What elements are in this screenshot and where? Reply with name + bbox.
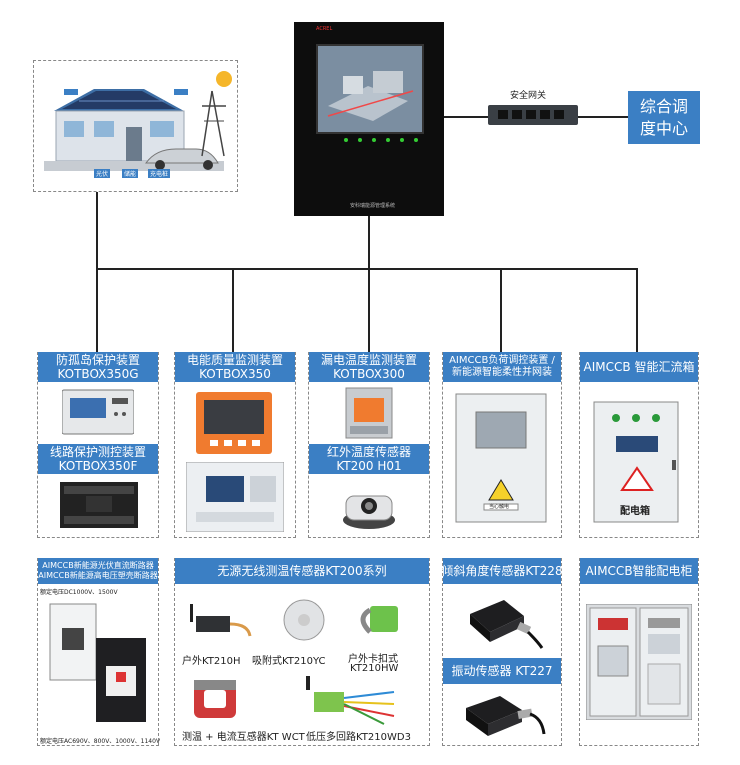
- solar-house-panel: 光伏 储能 充电桩: [33, 60, 238, 192]
- drop-2: [232, 268, 234, 352]
- kt200h01-title1: 红外温度传感器: [326, 445, 411, 459]
- header-kotbox350g: 防孤岛保护装置 KOTBOX350G: [38, 352, 158, 382]
- kt210yc-device: [283, 599, 325, 641]
- drop-monitor: [368, 215, 370, 269]
- kotbox350g-device: [62, 389, 134, 435]
- solar-house-illustration: [44, 71, 232, 171]
- monitor-leds: [344, 138, 424, 146]
- breakers-spec-bottom: 额定电压AC690V、800V、1000V、1140V: [40, 738, 161, 745]
- header-kotbox300: 漏电温度监测装置 KOTBOX300: [309, 352, 429, 382]
- header-tilt: 倾斜角度传感器KT228: [441, 558, 563, 584]
- led-2: [358, 138, 362, 142]
- ktwct-device: [194, 680, 236, 718]
- led-4: [386, 138, 390, 142]
- kotbox350g-title2: KOTBOX350G: [57, 367, 139, 381]
- kt210wd3-device: [306, 676, 395, 725]
- kt210yc-label: 吸附式KT210YC: [252, 656, 326, 667]
- kt210h-device: [190, 604, 252, 637]
- kotbox350g-title1: 防孤岛保护装置: [55, 353, 140, 367]
- header-aimccb-load: AIMCCB负荷调控装置 / 新能源智能柔性并网装: [443, 352, 561, 382]
- vibration-title: 振动传感器 KT227: [451, 664, 553, 678]
- aimccb-load-title2: 新能源智能柔性并网装: [452, 367, 552, 378]
- kt200h01-title2: KT200 H01: [336, 459, 402, 473]
- drop-3: [368, 268, 370, 352]
- breakers-spec-top: 额定电压DC1000V、1500V: [40, 589, 118, 596]
- aimccb-box-cabinet: [593, 401, 679, 523]
- led-6: [414, 138, 418, 142]
- control-center-box: 综合调 度中心: [628, 91, 700, 144]
- kotbox300-device: [345, 387, 393, 439]
- aimccb-cabinet-device: [586, 604, 692, 720]
- kt210hw-label2: KT210HW: [350, 663, 399, 674]
- kotbox350-device-panel: [186, 462, 284, 532]
- box-label: 配电箱: [620, 506, 650, 517]
- kotbox350-title2: KOTBOX350: [199, 367, 271, 381]
- header-kt200h01: 红外温度传感器 KT200 H01: [309, 444, 429, 474]
- wireless-title: 无源无线测温传感器KT200系列: [217, 564, 387, 578]
- bus-line: [96, 268, 636, 270]
- kt210wd3-label: 低压多回路KT210WD3: [306, 732, 411, 743]
- monitor-brand: ACREL: [316, 26, 333, 32]
- tilt-title: 倾斜角度传感器KT228: [441, 564, 563, 578]
- kotbox350f-device: [60, 482, 138, 528]
- aimccb-box-title1: AIMCCB 智能汇流箱: [583, 360, 695, 374]
- monitor-screen-image: [318, 46, 422, 132]
- kotbox300-title1: 漏电温度监测装置: [320, 353, 417, 367]
- solar-label-2: 储能: [122, 169, 139, 178]
- header-wireless: 无源无线测温传感器KT200系列: [175, 558, 429, 584]
- control-center-line2: 度中心: [639, 118, 688, 138]
- gateway-switch-icon: [488, 105, 578, 125]
- drop-1: [96, 268, 98, 352]
- kotbox350f-title2: KOTBOX350F: [58, 459, 138, 473]
- gateway-label: 安全网关: [510, 91, 547, 101]
- kt200h01-device: [343, 495, 395, 529]
- header-aimccb-box: AIMCCB 智能汇流箱: [580, 352, 698, 382]
- drop-5: [636, 268, 638, 352]
- breaker-illustration: [49, 603, 146, 722]
- drop-4: [500, 268, 502, 352]
- kotbox350f-title1: 线路保护测控装置: [49, 445, 146, 459]
- kt210hw-device: [360, 606, 398, 634]
- link-gateway-center: [578, 116, 628, 118]
- led-1: [344, 138, 348, 142]
- kotbox300-title2: KOTBOX300: [333, 367, 405, 381]
- led-5: [400, 138, 404, 142]
- kt227-device: [466, 696, 546, 736]
- aimccb-load-title1: AIMCCB负荷调控装置 /: [449, 355, 555, 366]
- monitor-caption: 安科瑞能源管理系统: [350, 203, 396, 209]
- header-breakers: AIMCCB新能源光伏直流断路器 AIMCCB新能源高电压塑壳断路器: [38, 558, 158, 584]
- kt210h-label: 户外KT210H: [182, 656, 241, 667]
- header-kotbox350: 电能质量监测装置 KOTBOX350: [175, 352, 295, 382]
- header-vibration: 振动传感器 KT227: [443, 658, 561, 684]
- cabinet-title: AIMCCB智能配电柜: [585, 564, 693, 578]
- led-3: [372, 138, 376, 142]
- kt228-device: [470, 600, 544, 649]
- monitor-screen: [316, 44, 424, 134]
- panel-warning-label: 当心触电: [489, 504, 510, 510]
- ktwct-label: 测温 + 电流互感器KT WCT: [182, 732, 305, 743]
- solar-label-3: 充电桩: [148, 169, 171, 178]
- header-kotbox350f: 线路保护测控装置 KOTBOX350F: [38, 444, 158, 474]
- header-cabinet: AIMCCB智能配电柜: [580, 558, 698, 584]
- breakers-title2: AIMCCB新能源高电压塑壳断路器: [38, 571, 158, 580]
- aimccb-load-cabinet: [455, 393, 547, 523]
- kt210hw-label: 户外卡扣式: [348, 654, 398, 665]
- breakers-title1: AIMCCB新能源光伏直流断路器: [42, 561, 154, 570]
- link-monitor-gateway: [442, 116, 488, 118]
- control-center-line1: 综合调: [639, 96, 688, 116]
- kotbox350-device-front: [196, 392, 272, 454]
- kotbox350-title1: 电能质量监测装置: [186, 353, 283, 367]
- drop-house: [96, 192, 98, 269]
- monitor-cabinet: ACREL 安科瑞能源管理系统: [294, 22, 444, 216]
- solar-label-1: 光伏: [94, 169, 111, 178]
